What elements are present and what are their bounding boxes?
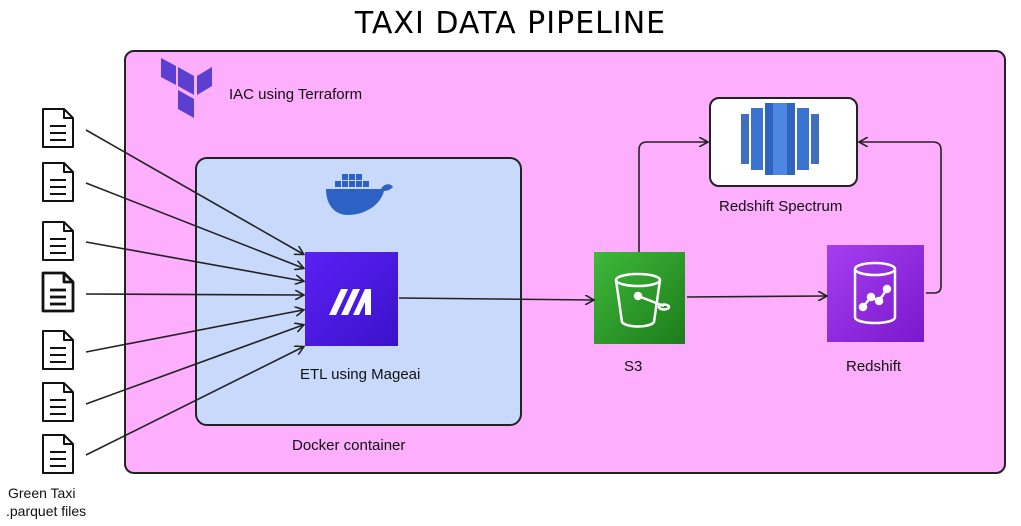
- mage-ai-icon: [329, 289, 371, 315]
- etl-label: ETL using Mageai: [300, 366, 421, 383]
- redshift-spectrum-label: Redshift Spectrum: [719, 198, 843, 215]
- s3-tile: [594, 252, 685, 344]
- diagram-title: TAXI DATA PIPELINE: [354, 6, 667, 41]
- file-icon: [40, 106, 76, 150]
- file-icon: [40, 380, 76, 424]
- file-icon: [40, 219, 76, 263]
- redshift-tile: [827, 245, 924, 342]
- iac-label: IAC using Terraform: [229, 86, 363, 103]
- mage-ai-tile: [305, 252, 398, 346]
- file-icon: [40, 328, 76, 372]
- docker-container-label: Docker container: [292, 437, 406, 454]
- redshift-spectrum-box: [709, 97, 858, 187]
- file-icon: [40, 432, 76, 476]
- s3-bucket-icon: [614, 272, 671, 328]
- redshift-icon: [853, 261, 897, 325]
- redshift-label: Redshift: [846, 358, 902, 375]
- file-icon: [40, 270, 76, 314]
- source-label-line1: Green Taxi: [8, 485, 76, 501]
- source-label-line2: .parquet files: [6, 503, 87, 519]
- s3-label: S3: [624, 358, 643, 375]
- file-icon: [40, 160, 76, 204]
